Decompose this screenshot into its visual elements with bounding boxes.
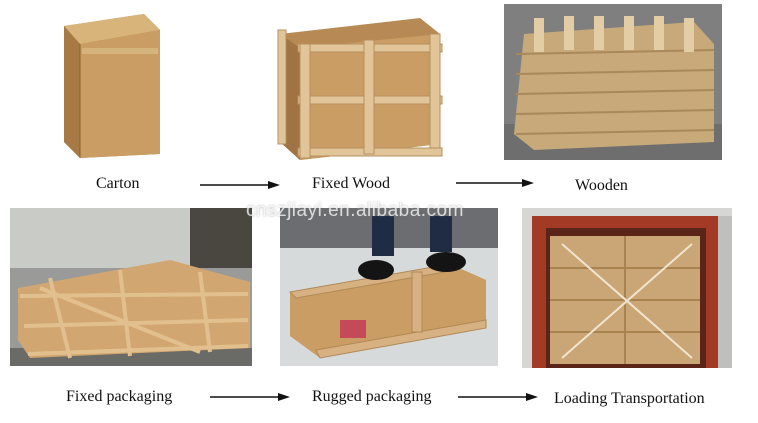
arrow-right-3 (210, 392, 290, 402)
loading-container-photo (522, 208, 732, 368)
step-label-fixed-wood: Fixed Wood (312, 175, 390, 192)
arrow-right-1 (200, 180, 280, 190)
step-label-rugged-packaging: Rugged packaging (312, 388, 432, 405)
step-label-wooden: Wooden (575, 177, 628, 194)
fixed-packaging-photo (10, 208, 252, 366)
step-label-fixed-packaging: Fixed packaging (66, 388, 173, 405)
fixed-wood-crate-photo (270, 4, 448, 164)
step-label-loading-transportation: Loading Transportation (554, 390, 705, 407)
wooden-pallet-photo (504, 4, 722, 160)
arrow-right-4 (458, 392, 538, 402)
watermark-text: cnszjiayi.en.alibaba.com (246, 200, 464, 221)
arrow-right-2 (456, 178, 534, 188)
rugged-packaging-photo (280, 208, 498, 366)
step-label-carton: Carton (96, 175, 140, 192)
carton-photo (44, 4, 172, 164)
